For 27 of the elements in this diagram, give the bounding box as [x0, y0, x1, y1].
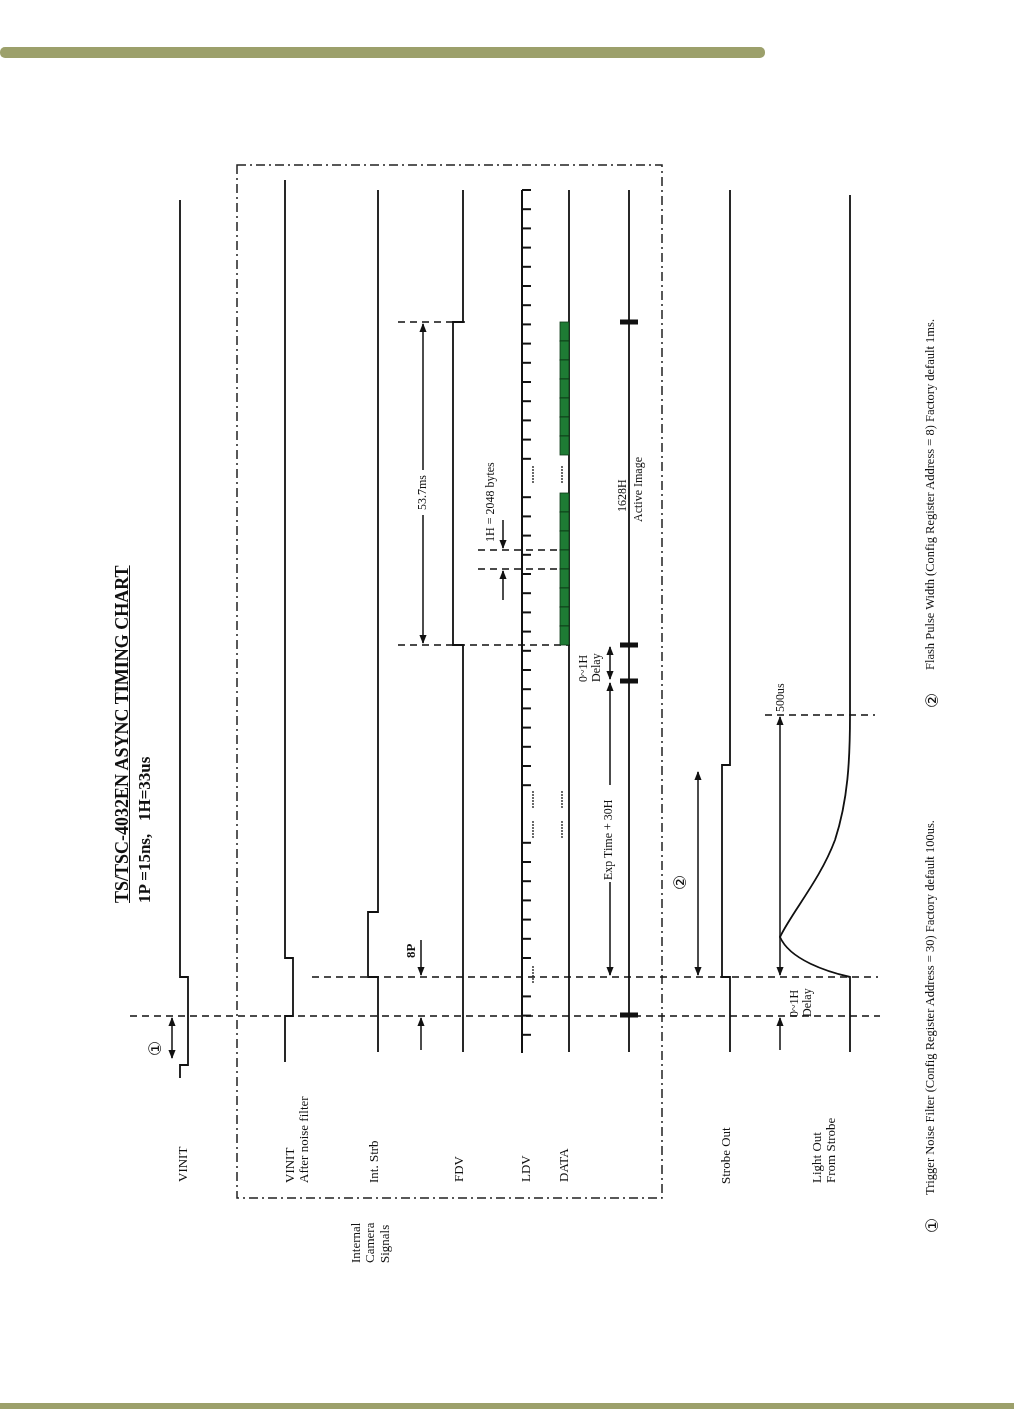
signal-label: VINIT	[176, 1146, 191, 1182]
dimension-label: Active Image	[632, 457, 646, 522]
signal-label: DATA	[557, 1148, 572, 1182]
dimension-label: 53.7ms	[416, 475, 430, 510]
callout-number: ①	[146, 1040, 165, 1056]
signal-label: Int. Strb	[367, 1140, 382, 1183]
signal-label: Strobe Out	[719, 1127, 734, 1184]
chart-title: TS/TSC-4032EN ASYNC TIMING CHART	[113, 565, 133, 903]
signal-label: VINIT	[283, 1147, 298, 1183]
signal-label: After noise filter	[297, 1096, 312, 1183]
callout-number: ②	[671, 874, 690, 890]
chart-subtitle: 1P =15ns, 1H=33us	[136, 756, 155, 903]
signal-label: LDV	[519, 1155, 534, 1182]
dimension-label: Exp Time + 30H	[602, 799, 616, 880]
signal-label: Light Out From Strobe	[810, 1116, 839, 1183]
callout-number: ①	[923, 1217, 942, 1233]
dimension-label: 0~1H Delay	[577, 652, 604, 682]
dimension-label: 1628H	[616, 479, 630, 512]
signal-label: FDV	[452, 1156, 467, 1182]
footnote-text: Flash Pulse Width (Config Register Address = 8) Factory default 1ms.	[924, 318, 938, 670]
footnote-text: Trigger Noise Filter (Config Register Address = 30) Factory default 100us.	[924, 820, 938, 1195]
dimension-label: 8P	[404, 943, 419, 958]
group-label: Internal Camera Signals	[349, 1221, 392, 1263]
dimension-label: 500us	[774, 683, 788, 712]
dimension-label: 1H = 2048 bytes	[484, 462, 498, 542]
callout-number: ②	[923, 692, 942, 708]
dimension-label: 0~1H Delay	[788, 987, 815, 1017]
